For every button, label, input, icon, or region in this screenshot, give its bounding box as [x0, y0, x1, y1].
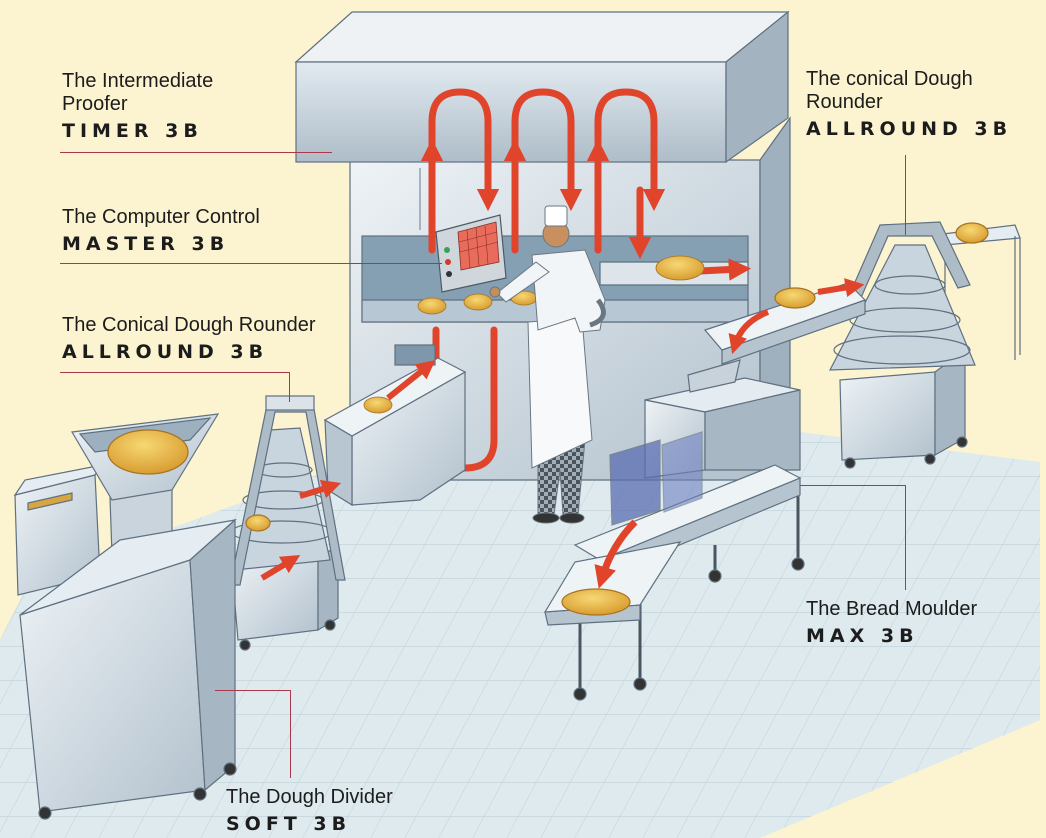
- label-name: The Conical Dough Rounder: [62, 314, 316, 337]
- label-model: ALLROUND 3B: [62, 340, 316, 365]
- label-model: ALLROUND 3B: [806, 117, 1012, 142]
- moulder-guide-plate: [610, 440, 660, 525]
- label-conical-dough-rounder-right: The conical Dough Rounder ALLROUND 3B: [806, 68, 1012, 142]
- leader-line-moulder: [905, 485, 906, 590]
- baker-hat: [545, 206, 567, 226]
- label-name: Rounder: [806, 91, 1012, 114]
- label-dough-divider: The Dough Divider SOFT 3B: [226, 786, 393, 836]
- label-model: MASTER 3B: [62, 232, 260, 257]
- label-name: The Bread Moulder: [806, 598, 977, 621]
- dough-piece: [562, 589, 630, 615]
- label-name: The Intermediate: [62, 70, 213, 93]
- leader-line-rounder-right: [905, 155, 906, 235]
- panel-red-button: [445, 259, 451, 265]
- label-model: TIMER 3B: [62, 119, 213, 144]
- label-model: MAX 3B: [806, 624, 977, 649]
- leader-line-rounder-left: [289, 372, 290, 402]
- dough-piece: [108, 430, 188, 474]
- label-name: The Computer Control: [62, 206, 260, 229]
- dough-divider: [15, 414, 236, 819]
- label-name: The conical Dough: [806, 68, 1012, 91]
- right-conical-dough-rounder: [830, 222, 1020, 468]
- label-name: The Dough Divider: [226, 786, 393, 809]
- label-bread-moulder: The Bread Moulder MAX 3B: [806, 598, 977, 649]
- dough-piece: [956, 223, 988, 243]
- leader-line-computer: [60, 263, 442, 264]
- label-model: SOFT 3B: [226, 812, 393, 836]
- leader-line-divider: [290, 690, 291, 778]
- leader-line-moulder: [800, 485, 906, 486]
- moulder-guide-plate: [662, 432, 702, 512]
- dough-piece: [246, 515, 270, 531]
- label-computer-control: The Computer Control MASTER 3B: [62, 206, 260, 257]
- label-name: Proofer: [62, 93, 213, 116]
- panel-green-button: [444, 247, 450, 253]
- leader-line-proofer: [60, 152, 332, 153]
- leader-line-divider: [215, 690, 291, 691]
- panel-black-button: [446, 271, 452, 277]
- leader-line-rounder-left: [60, 372, 290, 373]
- label-conical-dough-rounder-left: The Conical Dough Rounder ALLROUND 3B: [62, 314, 316, 365]
- label-intermediate-proofer: The Intermediate Proofer TIMER 3B: [62, 70, 213, 144]
